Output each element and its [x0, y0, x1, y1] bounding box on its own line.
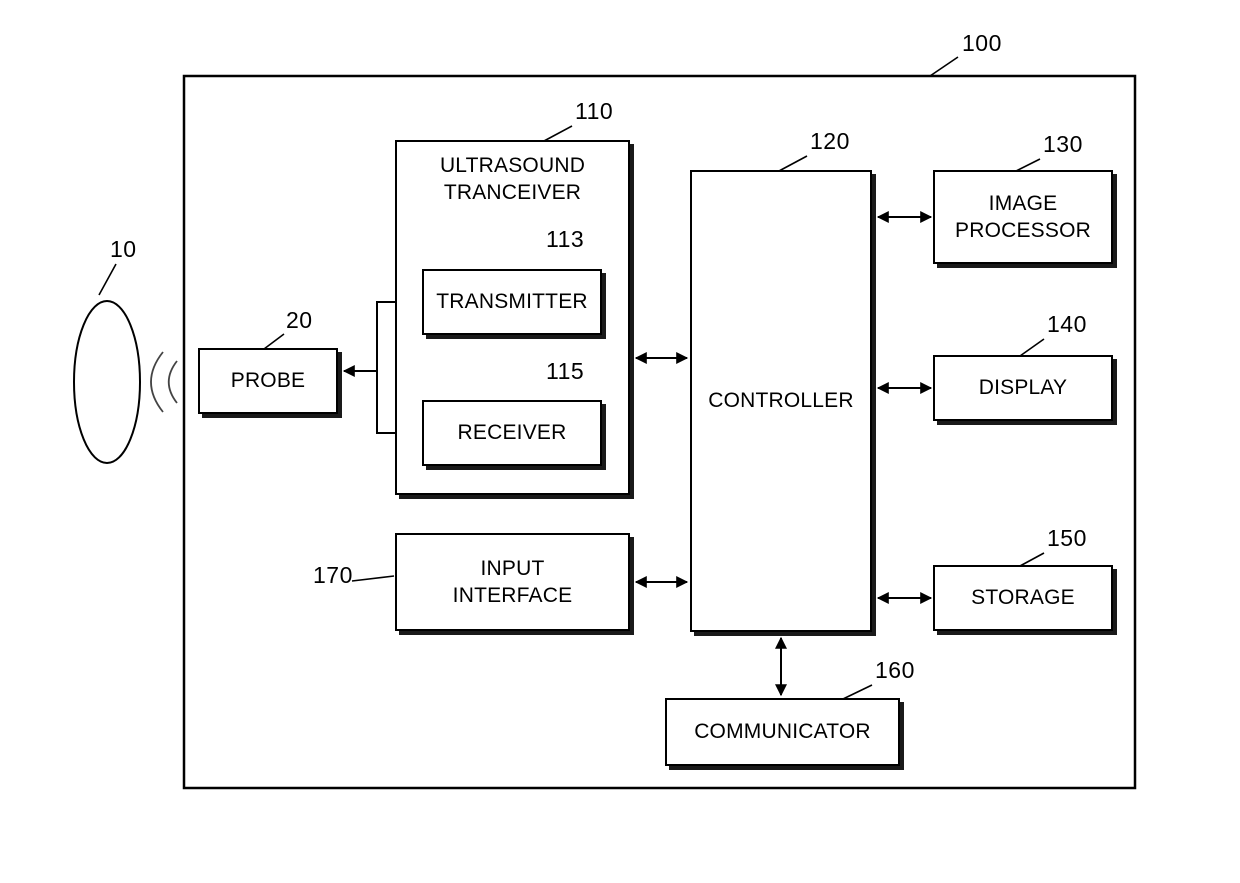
- controller-label: CONTROLLER: [708, 389, 854, 413]
- object-ellipse: [73, 300, 141, 464]
- leader-tick-150: [1019, 552, 1045, 567]
- sound-wave-arc-inner: [167, 360, 178, 404]
- image-processor-label: IMAGE PROCESSOR: [955, 191, 1091, 242]
- controller-box: CONTROLLER: [690, 170, 872, 632]
- leader-tick-110: [543, 125, 573, 142]
- leader-tick-120: [778, 155, 808, 172]
- image-processor-box: IMAGE PROCESSOR: [933, 170, 1113, 264]
- ref-label-transmitter: 113: [546, 226, 585, 252]
- leader-tick-100: [929, 56, 959, 77]
- leader-tick-20: [263, 333, 285, 350]
- ref-label-communicator: 160: [875, 657, 915, 683]
- ref-label-object: 10: [110, 236, 137, 262]
- ref-label-input-interface: 170: [313, 562, 353, 588]
- ref-label-receiver: 115: [546, 358, 585, 384]
- ref-label-storage: 150: [1047, 525, 1087, 551]
- probe-box: PROBE: [198, 348, 338, 414]
- ultrasound-transceiver-label: ULTRASOUND TRANCEIVER: [439, 154, 586, 205]
- transmitter-box: TRANSMITTER: [422, 269, 602, 335]
- communicator-box: COMMUNICATOR: [665, 698, 900, 766]
- ref-label-transceiver: 110: [575, 98, 614, 124]
- ref-label-probe: 20: [286, 307, 313, 333]
- ref-label-image-processor: 130: [1043, 131, 1083, 157]
- input-interface-label: INPUT INTERFACE: [452, 556, 573, 607]
- storage-box: STORAGE: [933, 565, 1113, 631]
- receiver-label: RECEIVER: [457, 421, 567, 445]
- sound-wave-arc-outer: [150, 351, 164, 413]
- ref-label-controller: 120: [810, 128, 850, 154]
- input-interface-box: INPUT INTERFACE: [395, 533, 630, 631]
- storage-label: STORAGE: [971, 586, 1075, 610]
- display-label: DISPLAY: [978, 376, 1068, 400]
- leader-tick-10: [98, 263, 117, 296]
- communicator-label: COMMUNICATOR: [694, 720, 871, 744]
- receiver-box: RECEIVER: [422, 400, 602, 466]
- leader-tick-130: [1015, 158, 1041, 172]
- transmitter-label: TRANSMITTER: [436, 290, 588, 314]
- leader-tick-170: [351, 575, 395, 582]
- ref-label-system: 100: [962, 30, 1002, 56]
- system-boundary-box: [182, 74, 1137, 790]
- ref-label-display: 140: [1047, 311, 1087, 337]
- probe-label: PROBE: [230, 369, 306, 393]
- display-box: DISPLAY: [933, 355, 1113, 421]
- leader-tick-160: [842, 684, 873, 700]
- leader-tick-140: [1019, 338, 1045, 357]
